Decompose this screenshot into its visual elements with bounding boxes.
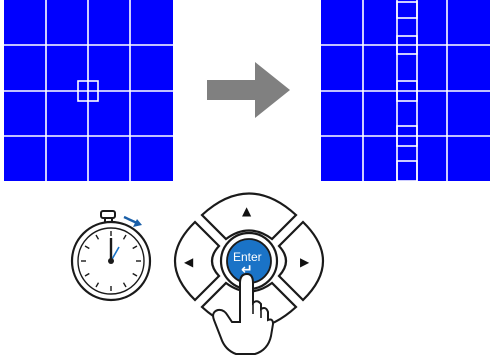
up-arrow-icon[interactable]: ▲ (242, 204, 251, 218)
right-arrow-icon[interactable]: ▶ (300, 255, 309, 269)
enter-return-icon: ↵ (241, 262, 253, 278)
down-arrow-icon[interactable]: ▼ (242, 304, 251, 318)
left-arrow-icon[interactable]: ◀ (184, 255, 193, 269)
